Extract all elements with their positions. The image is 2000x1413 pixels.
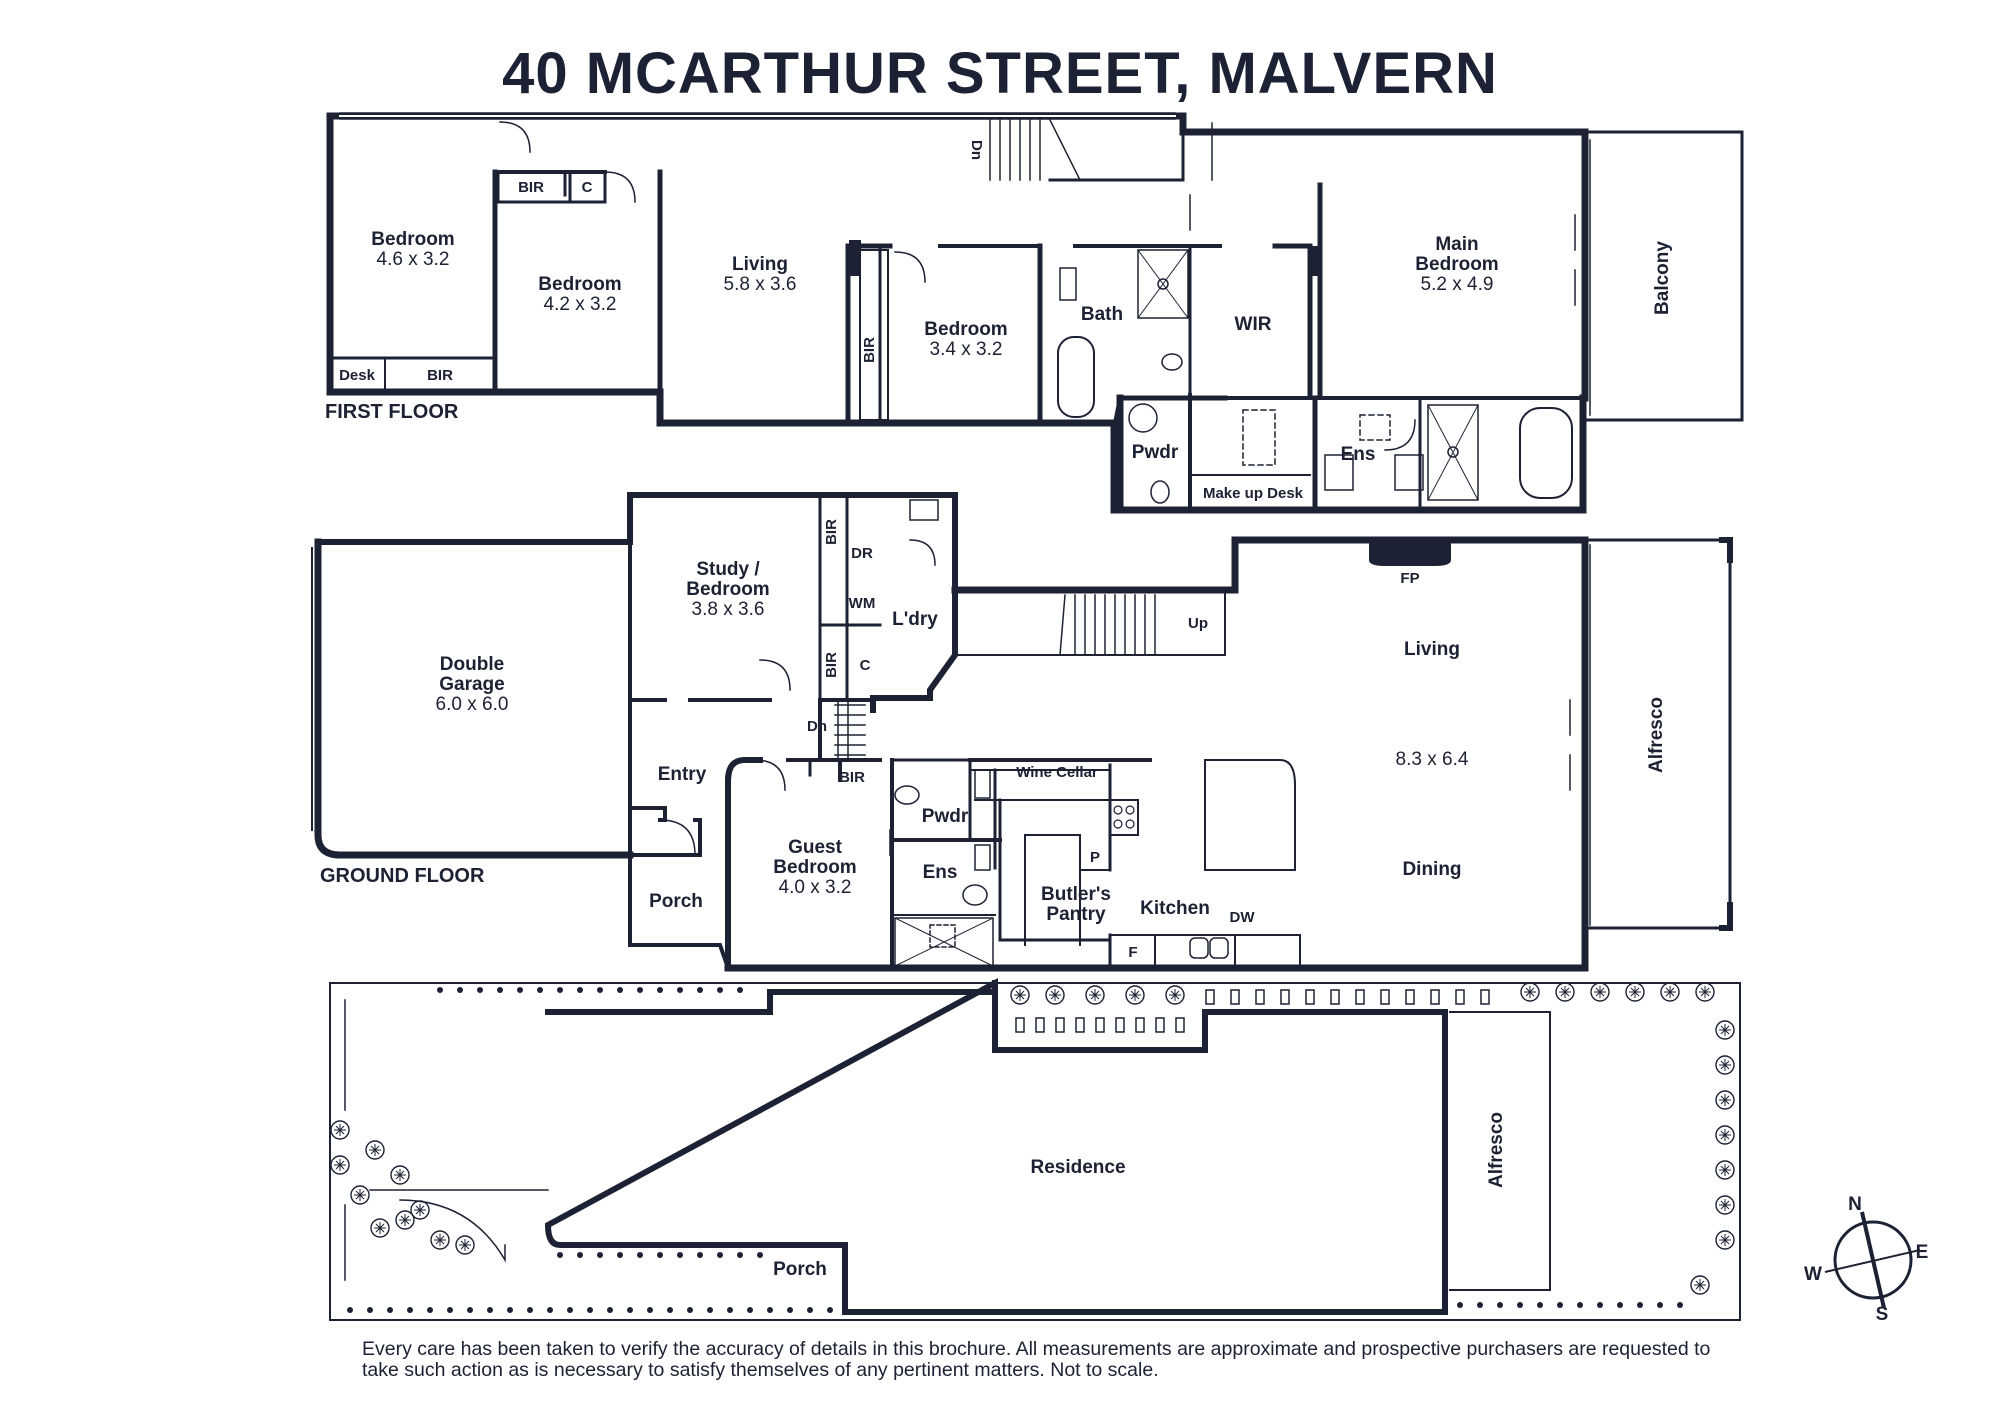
compass-east: E (1916, 1242, 1929, 1263)
room-butlers-line2: Pantry (1046, 904, 1106, 925)
room-bedroom-1-dims: 4.6 x 3.2 (377, 249, 450, 270)
compass-south: S (1876, 1304, 1889, 1325)
make-up-desk-label: Make up Desk (1203, 485, 1304, 502)
room-bedroom-3-dims: 3.4 x 3.2 (930, 339, 1003, 360)
room-dining: Dining (1402, 859, 1461, 880)
bir-guest-label: BIR (839, 769, 865, 786)
disclaimer-text: Every care has been taken to verify the … (362, 1338, 1711, 1381)
fireplace-label: FP (1400, 570, 1419, 587)
room-study-dims: 3.8 x 3.6 (692, 599, 765, 620)
first-floor-walls (326, 112, 1744, 514)
compass-north: N (1848, 1194, 1862, 1215)
room-balcony: Balcony (1652, 241, 1673, 315)
stairs-dn-first: Dn (968, 140, 985, 160)
compass-icon (1824, 1211, 1921, 1309)
room-pwdr-first: Pwdr (1132, 442, 1179, 463)
wine-cellar-label: Wine Cellar (1016, 764, 1098, 781)
area-alfresco-ground: Alfresco (1646, 697, 1667, 773)
room-guest-dims: 4.0 x 3.2 (779, 877, 852, 898)
closet-top-label: C (582, 179, 593, 196)
dishwasher-label: DW (1230, 909, 1256, 926)
landscaping (330, 982, 1735, 1313)
stairs-up-label: Up (1188, 615, 1208, 632)
room-bedroom-2-dims: 4.2 x 3.2 (544, 294, 617, 315)
room-main-bedroom-line2: Bedroom (1415, 254, 1498, 275)
room-living-ground-dims: 8.3 x 6.4 (1396, 749, 1469, 770)
room-living-ground: Living (1404, 639, 1460, 660)
stairs-dn-ground: Dn (807, 718, 827, 735)
room-living-first-dims: 5.8 x 3.6 (724, 274, 797, 295)
first-floor-label: FIRST FLOOR (325, 401, 459, 423)
site-plan-drawing (329, 977, 1741, 1321)
bir-study-2-label: BIR (823, 652, 840, 678)
site-alfresco-label: Alfresco (1486, 1112, 1507, 1188)
plan-title: 40 MCARTHUR STREET, MALVERN (502, 41, 1498, 106)
site-residence-label: Residence (1030, 1157, 1125, 1178)
closet-ground-label: C (860, 657, 871, 674)
ground-floor-label: GROUND FLOOR (320, 865, 485, 887)
ground-floor-walls (311, 492, 1733, 972)
room-bedroom-2-name: Bedroom (538, 274, 621, 295)
desk-label: Desk (339, 367, 376, 384)
room-bedroom-1-name: Bedroom (371, 229, 454, 250)
room-living-first-name: Living (732, 254, 788, 275)
room-ens-first: Ens (1341, 444, 1376, 465)
room-garage-line2: Garage (439, 674, 504, 695)
room-entry: Entry (658, 764, 707, 785)
room-main-bedroom-line1: Main (1435, 234, 1478, 255)
room-guest-line2: Bedroom (773, 857, 856, 878)
washing-machine-label: WM (849, 595, 876, 612)
bir-bottom-label: BIR (427, 367, 453, 384)
room-butlers-line1: Butler's (1041, 884, 1111, 905)
room-guest-line1: Guest (788, 837, 843, 858)
room-study-line1: Study / (696, 559, 760, 580)
site-porch-label: Porch (773, 1259, 827, 1280)
room-pwdr-ground: Pwdr (922, 806, 969, 827)
fridge-label: F (1128, 944, 1137, 961)
dryer-label: DR (851, 545, 873, 562)
bir-top-label: BIR (518, 179, 544, 196)
room-garage-line1: Double (440, 654, 504, 675)
room-porch-ground: Porch (649, 891, 703, 912)
room-wir: WIR (1235, 314, 1272, 335)
room-bedroom-3-name: Bedroom (924, 319, 1007, 340)
room-laundry: L'dry (892, 609, 938, 630)
room-kitchen: Kitchen (1140, 898, 1210, 919)
room-main-bedroom-dims: 5.2 x 4.9 (1421, 274, 1494, 295)
compass-west: W (1804, 1264, 1822, 1285)
bir-study-label: BIR (823, 519, 840, 545)
room-bath: Bath (1081, 304, 1123, 325)
room-ens-ground: Ens (923, 862, 958, 883)
bir-vertical-label: BIR (861, 337, 878, 363)
room-garage-dims: 6.0 x 6.0 (436, 694, 509, 715)
room-study-line2: Bedroom (686, 579, 769, 600)
pantry-p-label: P (1090, 849, 1100, 866)
